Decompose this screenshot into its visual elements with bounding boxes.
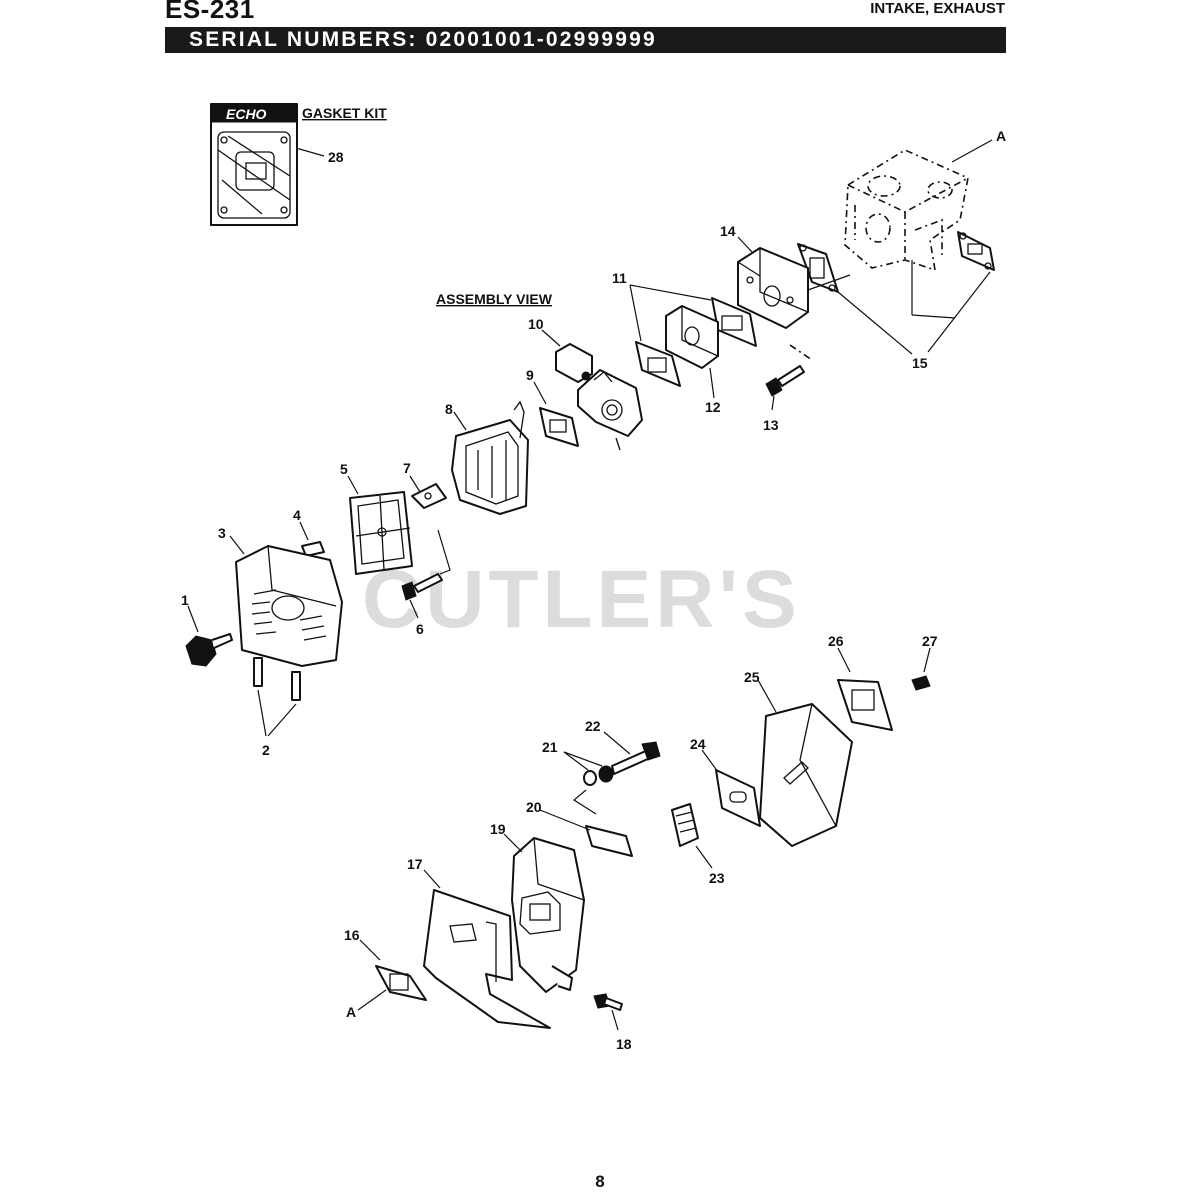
callout-22: 22 <box>585 718 601 734</box>
callout-9: 9 <box>526 367 534 383</box>
callout-18: 18 <box>616 1036 632 1052</box>
callout-21: 21 <box>542 739 558 755</box>
callout-28: 28 <box>328 149 344 165</box>
air-cleaner-case-8 <box>451 400 529 515</box>
page-number: 8 <box>595 1172 605 1191</box>
muffler-19 <box>511 837 585 993</box>
callout-23: 23 <box>709 870 725 886</box>
model-number: ES-231 <box>165 0 255 24</box>
callout-A-bottom: A <box>346 1004 356 1020</box>
callout-20: 20 <box>526 799 542 815</box>
screw-27 <box>911 675 931 691</box>
gasket-11a <box>711 297 757 347</box>
callout-6: 6 <box>416 621 424 637</box>
air-cleaner-cover-3 <box>235 545 343 667</box>
watermark-text: CUTLER'S <box>362 554 801 645</box>
muffler-cover-25 <box>759 703 853 847</box>
bolt-13 <box>765 365 805 397</box>
bolt-22 <box>611 741 661 775</box>
gasket-11b <box>635 341 681 387</box>
section-title: INTAKE, EXHAUST <box>870 0 1005 17</box>
callout-13: 13 <box>763 417 779 433</box>
spark-arrestor-23 <box>671 803 699 847</box>
label-4 <box>301 541 325 557</box>
callout-3: 3 <box>218 525 226 541</box>
callout-5: 5 <box>340 461 348 477</box>
callout-19: 19 <box>490 821 506 837</box>
heat-shield-17 <box>423 889 551 1029</box>
gasket-kit-title: GASKET KIT <box>302 105 387 121</box>
plate-24 <box>715 769 761 827</box>
air-filter-5 <box>349 491 413 575</box>
assembly-view-label: ASSEMBLY VIEW <box>436 291 553 307</box>
callout-12: 12 <box>705 399 721 415</box>
insulator-14 <box>737 247 809 329</box>
callout-14: 14 <box>720 223 736 239</box>
callout-25: 25 <box>744 669 760 685</box>
bolt-6 <box>401 573 443 601</box>
callout-26: 26 <box>828 633 844 649</box>
gasket-26 <box>837 679 893 731</box>
carburetor-10 <box>555 343 643 451</box>
callout-4: 4 <box>293 507 301 523</box>
bolt-18 <box>593 993 623 1011</box>
callout-15: 15 <box>912 355 928 371</box>
callout-10: 10 <box>528 316 544 332</box>
callout-16: 16 <box>344 927 360 943</box>
spacer-12 <box>665 305 719 369</box>
callout-A-top: A <box>996 128 1006 144</box>
callout-8: 8 <box>445 401 453 417</box>
serial-numbers-bar: SERIAL NUMBERS: 02001001-02999999 <box>165 27 1006 53</box>
callout-7: 7 <box>403 460 411 476</box>
knob-1 <box>185 633 233 667</box>
gasket-kit-illustration: ECHO <box>210 103 298 226</box>
exhaust-gasket-15b <box>957 231 995 271</box>
gasket-9 <box>539 407 579 447</box>
washers-21 <box>583 765 614 786</box>
serial-numbers-text: SERIAL NUMBERS: 02001001-02999999 <box>189 28 657 51</box>
callout-17: 17 <box>407 856 423 872</box>
callout-2: 2 <box>262 742 270 758</box>
callout-11: 11 <box>612 270 627 286</box>
plate-20 <box>585 825 633 857</box>
screws-2 <box>253 657 301 701</box>
bracket-7 <box>411 483 447 509</box>
callout-27: 27 <box>922 633 938 649</box>
callout-24: 24 <box>690 736 706 752</box>
gasket-16 <box>375 965 427 1001</box>
echo-logo: ECHO <box>226 106 267 122</box>
callout-1: 1 <box>181 592 189 608</box>
engine-phantom-outline <box>844 149 969 272</box>
